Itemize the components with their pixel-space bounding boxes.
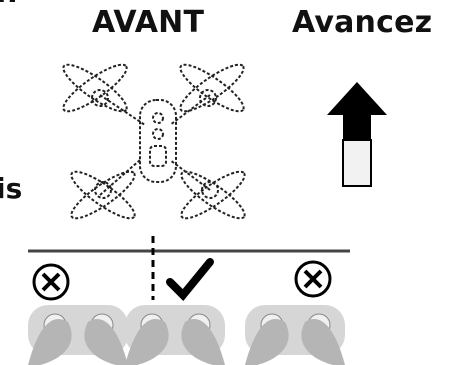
- clipped-text-top: n: [0, 0, 17, 8]
- controller-left: [28, 305, 128, 365]
- controller-center: [125, 305, 225, 365]
- heading-avant: AVANT: [92, 5, 205, 40]
- cross-circle-icon: [32, 263, 70, 301]
- clipped-text-middle: is: [0, 172, 23, 205]
- checkmark-icon: [166, 258, 214, 301]
- controller-right: [245, 305, 345, 365]
- heading-avancez: Avancez: [292, 5, 433, 40]
- cross-circle-icon: [294, 260, 332, 298]
